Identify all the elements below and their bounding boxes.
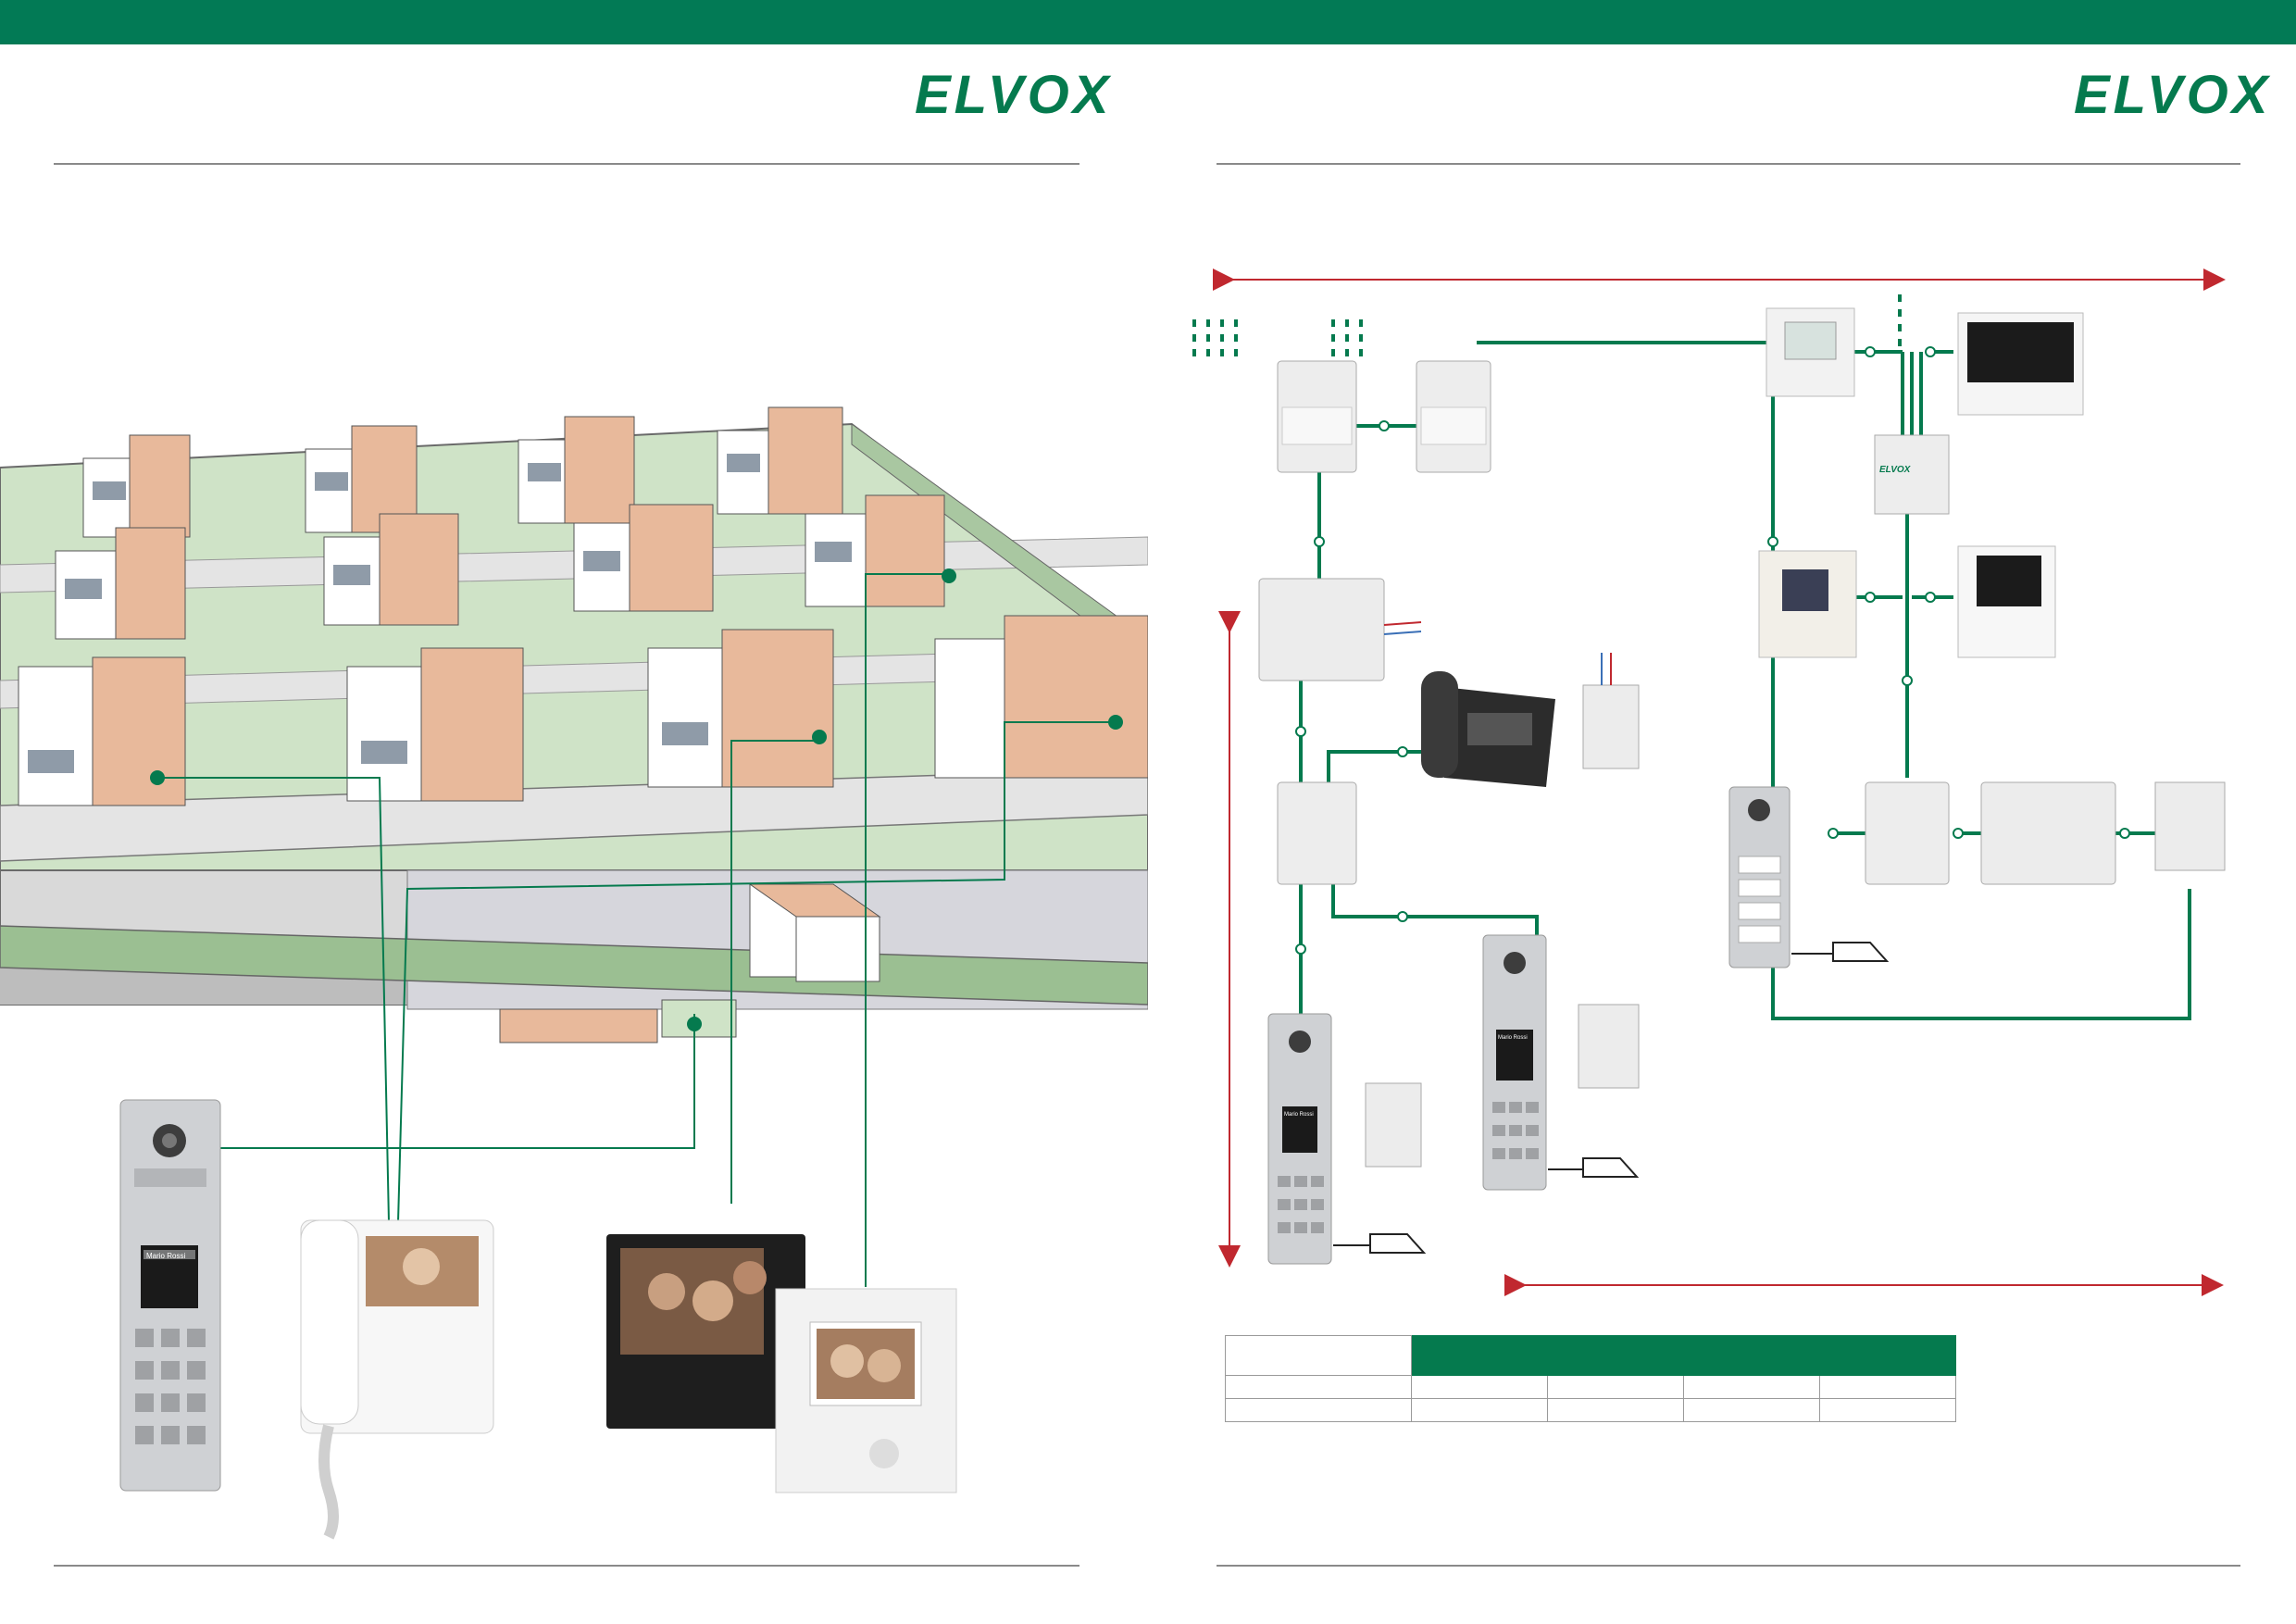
- connection-lines: [157, 573, 1116, 1287]
- header-rule-right: [1217, 163, 2240, 165]
- top-brand-bar: [0, 0, 2296, 44]
- bus-wiring-dashed: [1192, 294, 1902, 361]
- video-monitor-black: [606, 1234, 805, 1429]
- spec-table-header-row: [1225, 1335, 1956, 1376]
- panel-name-display: Mario Rossi: [146, 1252, 185, 1260]
- monitor-mid-right: [1957, 545, 2056, 658]
- spec-table-header-cell: [1411, 1335, 1548, 1376]
- spec-table-cell: [1411, 1398, 1548, 1422]
- house-1: [82, 434, 191, 538]
- footer-rule-right: [1217, 1565, 2240, 1567]
- header-rule-left: [54, 163, 1079, 165]
- entrance-panel-3: [1728, 786, 1791, 968]
- distributor-brand: ELVOX: [1879, 465, 1912, 475]
- monitor-top-left: [1766, 307, 1855, 397]
- video-monitor-white: [775, 1288, 957, 1493]
- monitor-top-right: [1957, 312, 2084, 416]
- spec-table-cell: [1819, 1375, 1956, 1399]
- bus-wiring: [1299, 341, 2191, 1020]
- spec-table-cell: [1225, 1375, 1412, 1399]
- spec-table-header-cell: [1683, 1335, 1820, 1376]
- relay-module-1: [1582, 653, 1640, 769]
- lock-actuator-1: [1333, 1233, 1427, 1254]
- distributor-module-2: [1416, 360, 1491, 473]
- house-6: [323, 513, 459, 626]
- brand-logo-left: ELVOX: [915, 65, 1113, 125]
- spec-table-cell: [1683, 1398, 1820, 1422]
- spec-table-header-cell: [1819, 1335, 1956, 1376]
- spec-table-row: [1225, 1375, 1956, 1399]
- spec-table-row: [1225, 1398, 1956, 1422]
- house-4: [717, 406, 843, 515]
- wiring-diagram: Mario Rossi Mario Rossi: [1192, 269, 2226, 1296]
- spec-table-header-cell: [1225, 1335, 1412, 1376]
- house-8: [805, 494, 945, 607]
- connection-points: [150, 568, 1123, 1031]
- entrance-panel-1: Mario Rossi: [1267, 1013, 1332, 1265]
- house-9: [18, 656, 186, 806]
- panel-2-name-display: Mario Rossi: [1498, 1035, 1528, 1041]
- monitor-mid-left: [1758, 550, 1857, 658]
- house-3: [518, 416, 635, 524]
- spec-table-cell: [1547, 1398, 1684, 1422]
- footer-rule-left: [54, 1565, 1079, 1567]
- relay-module-2: [1365, 1082, 1422, 1168]
- distributor-module-3: [1277, 781, 1357, 885]
- distributor-module-1: [1277, 360, 1357, 473]
- entrance-panel-2: Mario Rossi: [1482, 934, 1547, 1191]
- house-10: [346, 647, 524, 802]
- handset-monitor: [300, 1219, 494, 1540]
- lock-actuator-2: [1548, 1157, 1640, 1178]
- house-12: [934, 615, 1148, 779]
- lock-actuator-3: [1791, 942, 1890, 962]
- spec-table-cell: [1547, 1375, 1684, 1399]
- spec-table-header-cell: [1547, 1335, 1684, 1376]
- house-11: [647, 629, 834, 788]
- spec-table-cell: [1225, 1398, 1412, 1422]
- spec-table-cell: [1411, 1375, 1548, 1399]
- junction-points: [1295, 346, 2130, 955]
- panel-1-name-display: Mario Rossi: [1284, 1112, 1314, 1118]
- distributor-module-4: [1865, 781, 1950, 885]
- brand-logo-right: ELVOX: [2074, 65, 2272, 125]
- spec-table: [1225, 1335, 1956, 1422]
- bus-distributor: ELVOX: [1874, 434, 1950, 515]
- power-supply-2: [1980, 781, 2116, 885]
- house-7: [573, 504, 714, 612]
- spec-table-cell: [1819, 1398, 1956, 1422]
- relay-module-4: [2154, 781, 2226, 871]
- house-5: [55, 527, 186, 640]
- power-supply-1: [1258, 578, 1422, 681]
- relay-module-3: [1578, 1004, 1640, 1089]
- spec-table-cell: [1683, 1375, 1820, 1399]
- telephone-desk: [1421, 671, 1555, 787]
- entrance-panel: Mario Rossi: [119, 1099, 221, 1492]
- residential-complex-illustration: Mario Rossi: [0, 406, 1148, 1540]
